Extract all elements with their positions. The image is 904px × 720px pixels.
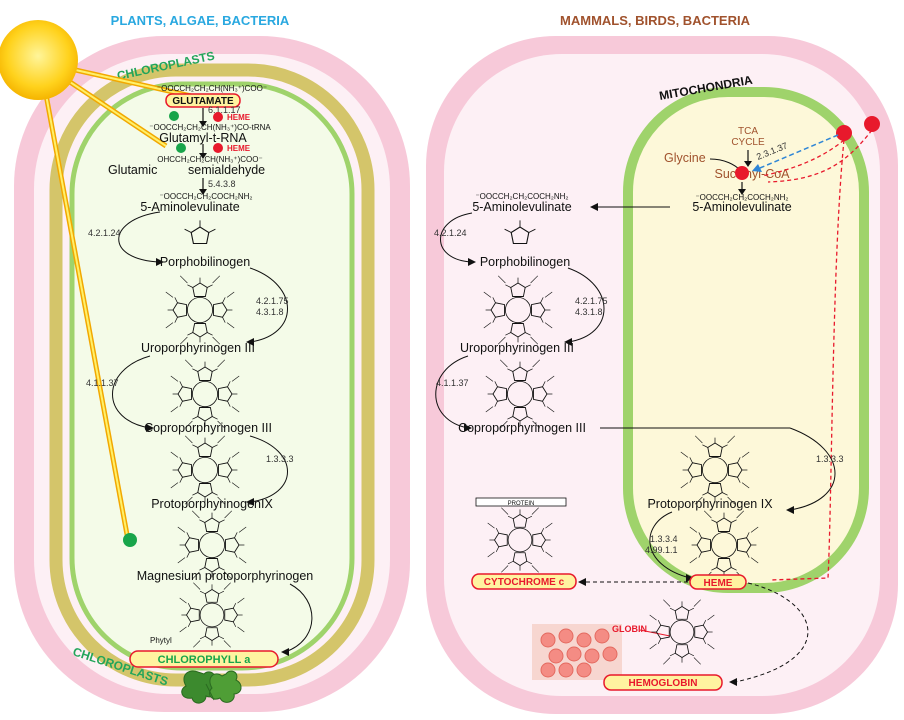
ala-label-left: 5-Aminolevulinate	[140, 200, 239, 214]
pbg-label-right: Porphobilinogen	[480, 255, 570, 269]
glutamyl-trna-formula: ⁻OOCCH₂CH₂CH(NH₃⁺)CO-tRNA	[149, 123, 271, 132]
tca-label: TCA	[738, 126, 758, 137]
thylakoid-membrane	[69, 81, 355, 671]
red-dot	[735, 166, 749, 180]
ala-formula-cyto: ⁻OOCCH₂CH₂COCH₂NH₂	[475, 192, 568, 201]
glutamyl-trna-label: Glutamyl-t-RNA	[159, 131, 247, 145]
ala-label-mito: 5-Aminolevulinate	[692, 200, 791, 214]
ec-4-99-1-1: 4.99.1.1	[645, 545, 678, 555]
mitochondrion	[623, 87, 869, 593]
glutamic-label: Glutamic	[108, 163, 157, 177]
green-dot	[169, 111, 179, 121]
mg-proto-label: Magnesium protoporphyrinogen	[137, 569, 314, 583]
copro-label-left: Coproporphyrinogen III	[144, 421, 272, 435]
chlorophyll-label: CHLOROPHYLL a	[158, 654, 252, 666]
gsa-formula: OHCCH₂CH₂CH(NH₃⁺)COO⁻	[157, 155, 262, 164]
ec-1-3-3-4: 1.3.3.4	[650, 534, 678, 544]
ec-4-2-1-24-right: 4.2.1.24	[434, 228, 467, 238]
phytyl-label: Phytyl	[150, 636, 172, 645]
ec-4-2-1-24-left: 4.2.1.24	[88, 228, 121, 238]
red-blood-cells	[540, 628, 618, 678]
protein-bar	[475, 497, 567, 507]
heme-box	[689, 574, 747, 590]
red-dot	[213, 143, 223, 153]
heme-inhibitor-label: HEME	[227, 144, 251, 153]
plant-cell	[14, 36, 410, 712]
heme-inhibitor-label: HEME	[227, 113, 251, 122]
heme-label: HEME	[704, 578, 733, 589]
glycine-label: Glycine	[664, 151, 706, 165]
ec-1-3-3-3-right: 1.3.3.3	[816, 454, 844, 464]
ala-formula-mito: ⁻OOCCH₂CH₂COCH₂NH₂	[695, 193, 788, 202]
leaf-icon	[181, 670, 242, 704]
ec-4-2-1-75-right: 4.2.1.75	[575, 296, 608, 306]
hemoglobin-label: HEMOGLOBIN	[629, 678, 698, 689]
ec-6-1-1-17: 6.1.1.17	[208, 105, 241, 115]
glutamate-box	[165, 93, 241, 108]
right-header: MAMMALS, BIRDS, BACTERIA	[560, 13, 751, 28]
ala-formula-left: ⁻OOCCH₂CH₂COCH₂NH₂	[159, 192, 252, 201]
copro-label-right: Coproporphyrinogen III	[458, 421, 586, 435]
proto-label-left: ProtoporphyrinogenIX	[151, 497, 273, 511]
proto-label-right: Protoporphyrinogen IX	[647, 497, 773, 511]
ec-4-3-1-8-left: 4.3.1.8	[256, 307, 284, 317]
ec-4-1-1-37-left: 4.1.1.37	[86, 378, 119, 388]
red-dot	[836, 125, 852, 141]
succinyl-coa-label: Succinyl-CoA	[714, 167, 790, 181]
cycle-label: CYCLE	[731, 137, 765, 148]
uro-label-left: Uroporphyrinogen III	[141, 341, 255, 355]
hemoglobin-box	[603, 674, 723, 691]
red-dot	[213, 112, 223, 122]
green-dot	[123, 533, 137, 547]
glutamate-formula: ⁻OOCCH₂CH₂CH(NH₃⁺)COO⁻	[157, 84, 267, 93]
green-dot	[176, 143, 186, 153]
protein-label: PROTEIN	[508, 501, 535, 507]
ec-4-1-1-37-right: 4.1.1.37	[436, 378, 469, 388]
uro-label-right: Uroporphyrinogen III	[460, 341, 574, 355]
ec-4-3-1-8-right: 4.3.1.8	[575, 307, 603, 317]
semialdehyde-label: semialdehyde	[188, 163, 265, 177]
ec-1-3-3-3-left: 1.3.3.3	[266, 454, 294, 464]
cytochrome-label: CYTOCHROME c	[484, 577, 565, 588]
pbg-label-left: Porphobilinogen	[160, 255, 250, 269]
ec-4-2-1-75-left: 4.2.1.75	[256, 296, 289, 306]
sun-icon	[0, 20, 201, 541]
ala-label-cyto: 5-Aminolevulinate	[472, 200, 571, 214]
globin-label: GLOBIN	[612, 624, 647, 634]
red-dot	[864, 116, 880, 132]
left-header: PLANTS, ALGAE, BACTERIA	[111, 13, 290, 28]
chlorophyll-box	[129, 650, 279, 668]
mammal-cell	[426, 36, 898, 714]
cytochrome-box	[471, 573, 577, 590]
ec-5-4-3-8: 5.4.3.8	[208, 179, 236, 189]
glutamate-label: GLUTAMATE	[172, 96, 234, 107]
